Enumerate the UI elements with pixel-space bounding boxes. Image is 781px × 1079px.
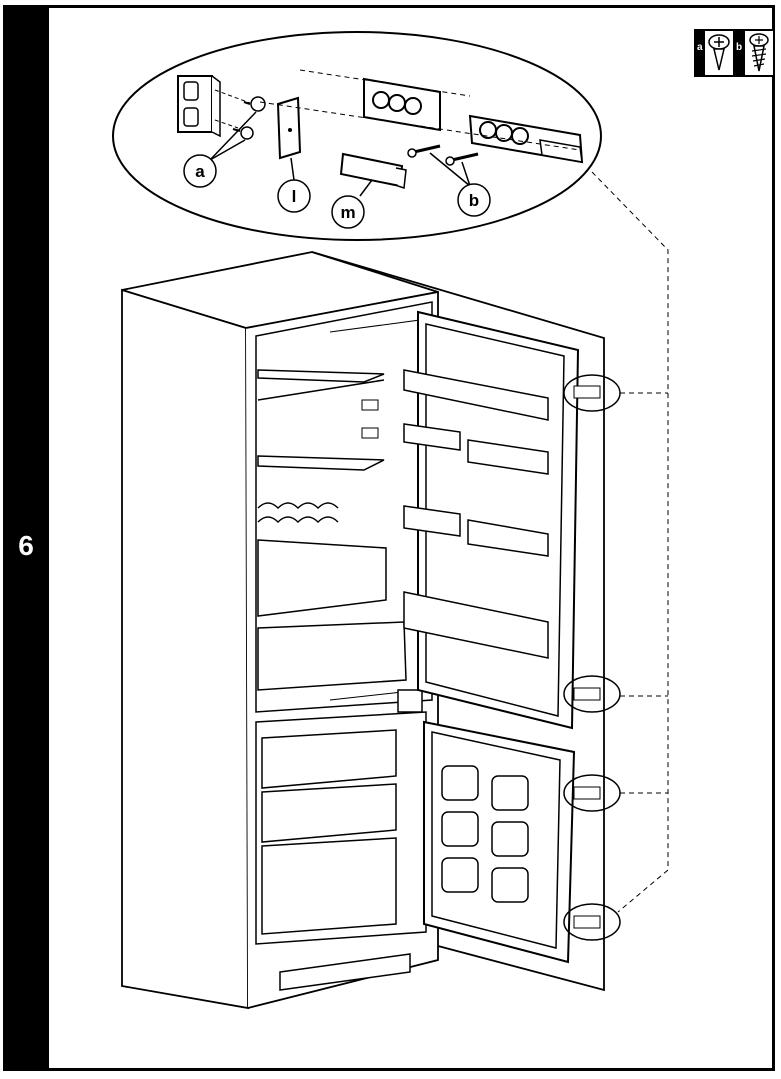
hinge-bracket-part — [177, 75, 221, 138]
hinge-highlight-3 — [563, 774, 621, 812]
callout-m: m — [331, 179, 373, 229]
callout-m-label: m — [340, 203, 355, 222]
hinge-highlight-4 — [563, 903, 621, 941]
screw-b-part-1 — [407, 144, 441, 158]
screw-a-icon — [708, 34, 730, 71]
fridge-door-upper — [403, 310, 580, 730]
hinge-rail-lower — [468, 114, 584, 164]
hinge-highlight-2 — [563, 675, 621, 713]
step-sidebar — [3, 5, 49, 1071]
cover-part-l — [276, 96, 302, 160]
screw-b-icon — [749, 33, 769, 72]
screw-b-part-2 — [445, 152, 479, 166]
screw-legend: a b — [694, 29, 774, 77]
hinge-rail-upper — [363, 77, 441, 132]
step-number: 6 — [18, 530, 34, 561]
callout-l: l — [277, 157, 311, 213]
callout-b: b — [429, 152, 491, 217]
callout-a: a — [183, 111, 257, 188]
leader-line-main — [591, 171, 669, 913]
fridge-cabinet — [121, 251, 605, 1010]
hinge-highlight-1 — [563, 374, 621, 412]
callout-a-label: a — [195, 162, 205, 181]
callout-l-label: l — [292, 187, 297, 206]
screw-a-part-1 — [214, 89, 266, 112]
callout-b-label: b — [469, 191, 479, 210]
screw-b-letter: b — [736, 42, 742, 53]
cover-part-m — [339, 152, 407, 190]
fridge-door-lower — [423, 720, 576, 964]
screw-a-letter: a — [697, 42, 703, 53]
leader-line-branches — [620, 392, 668, 794]
